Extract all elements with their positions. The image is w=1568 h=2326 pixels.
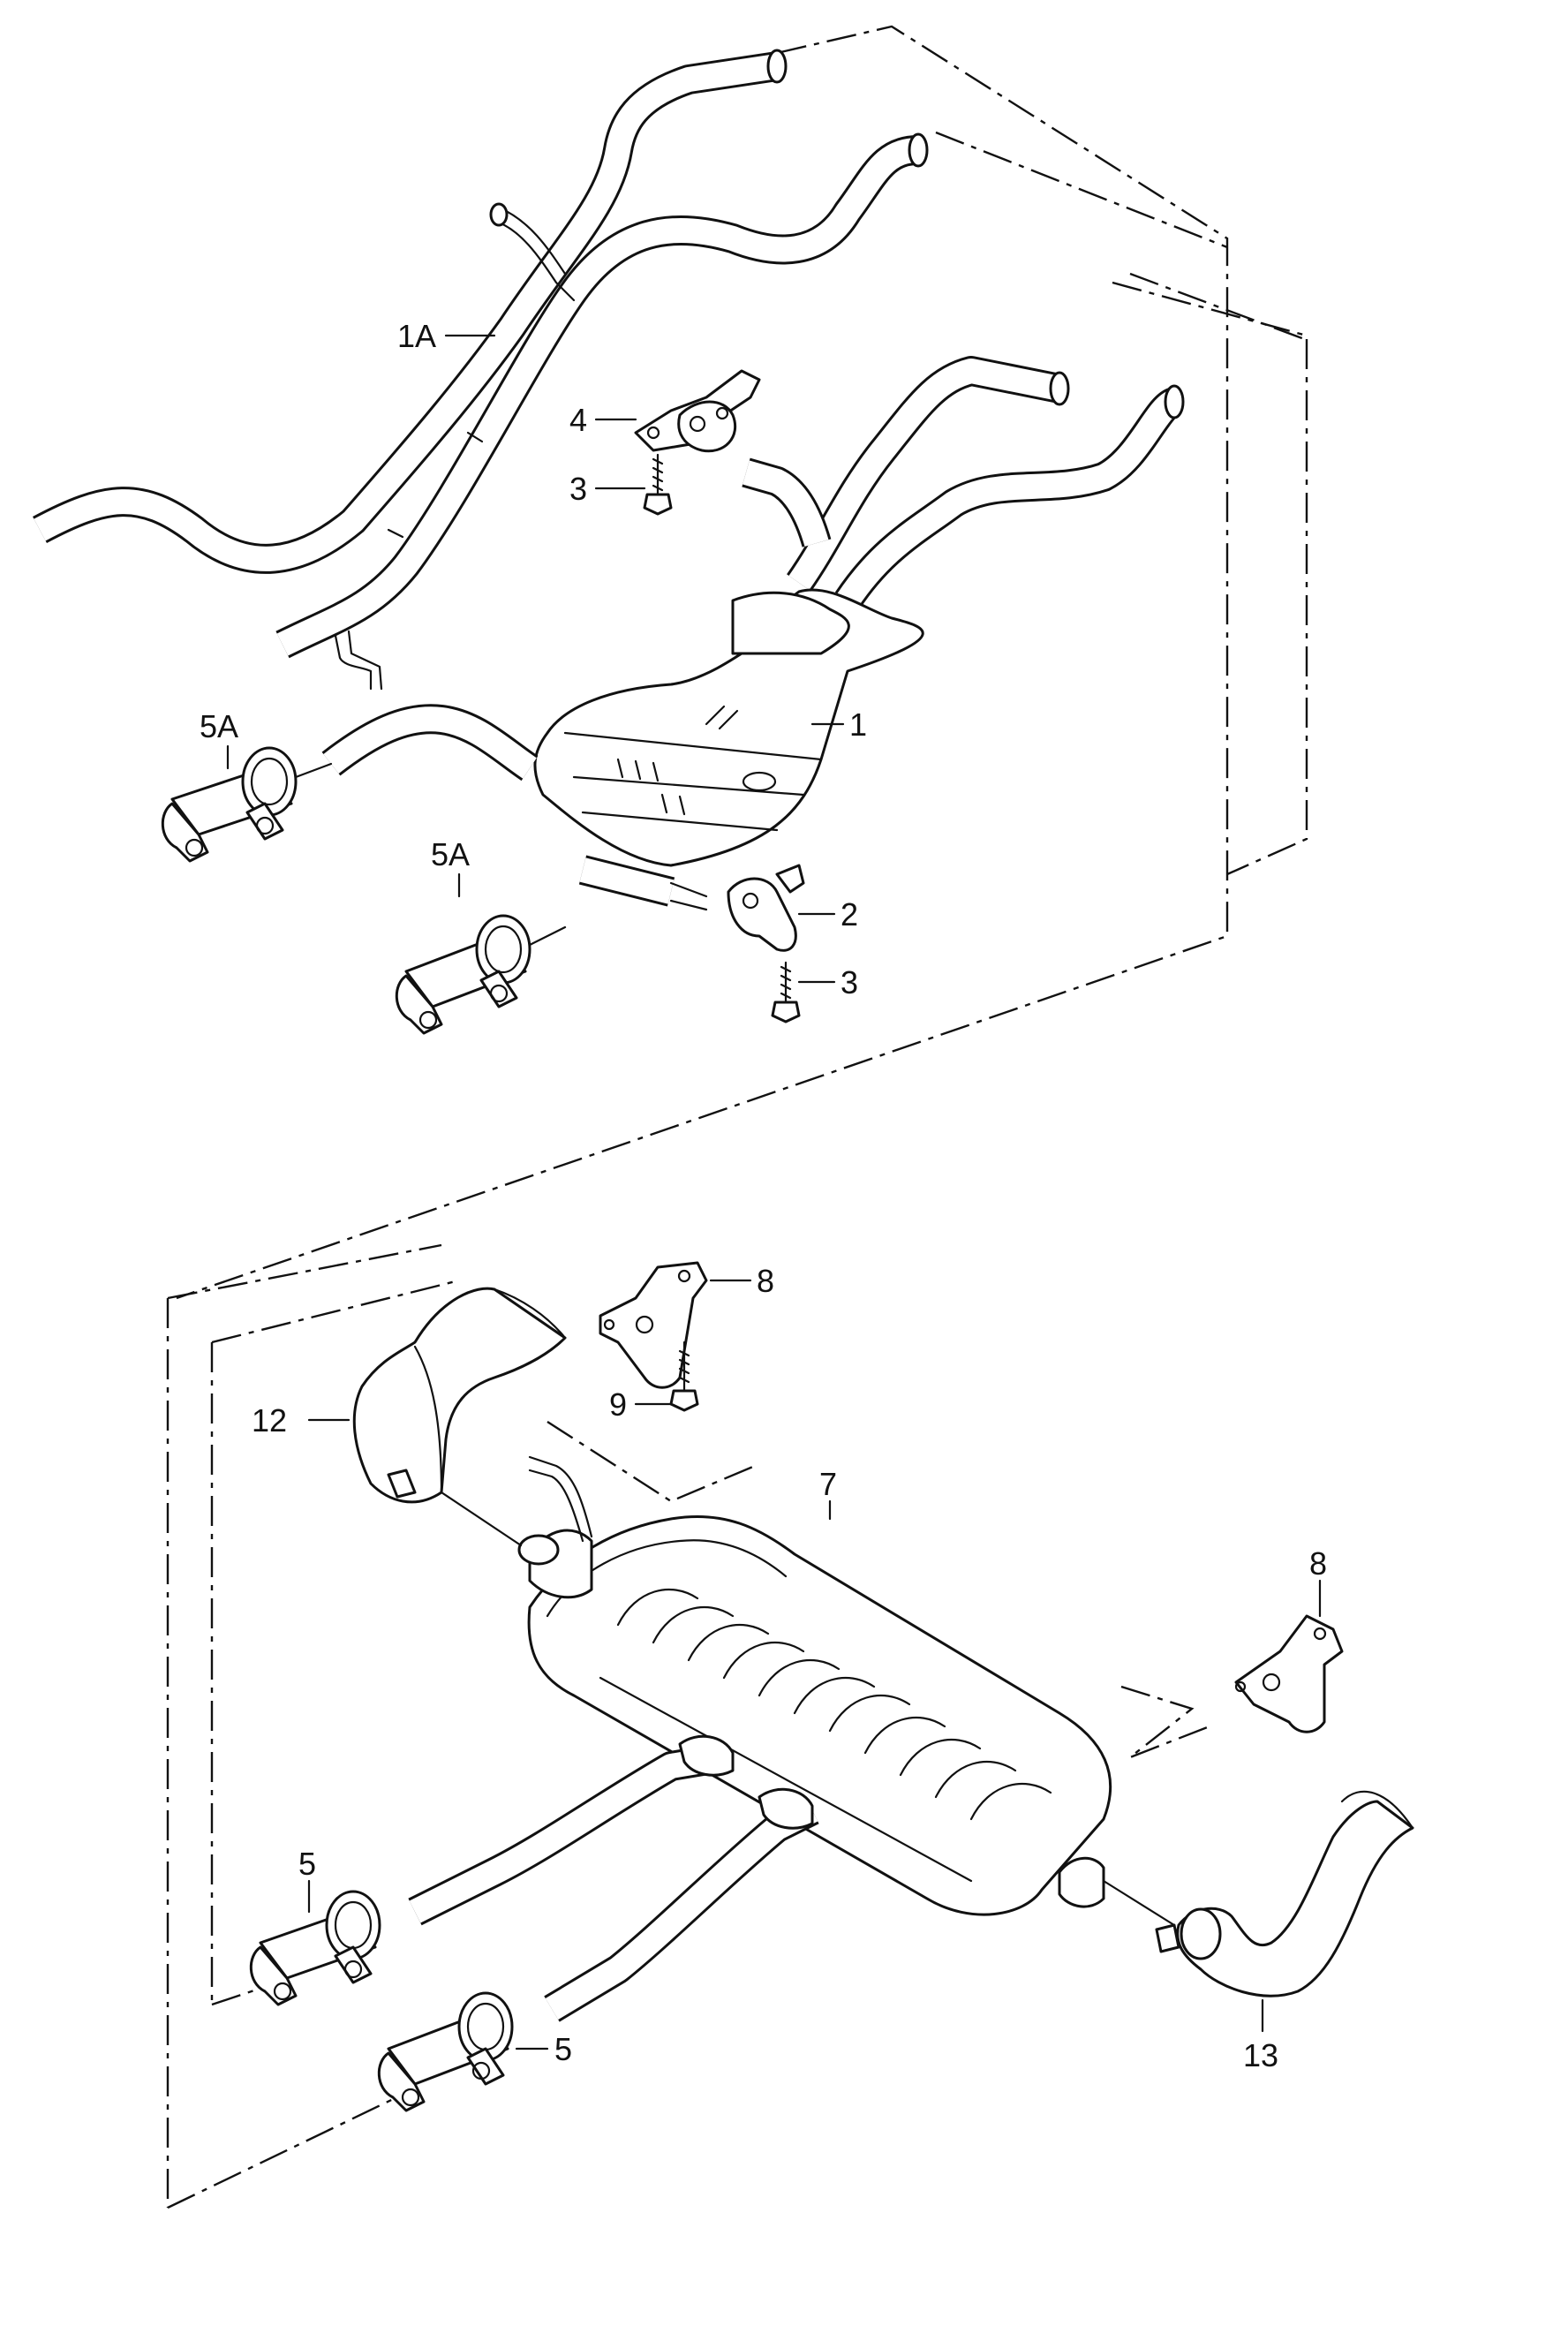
callout-12: 12 [252,1402,287,1439]
callout-1: 1 [849,706,867,743]
hanger-bracket-8-upper [599,1261,708,1389]
callout-7: 7 [819,1466,837,1502]
callout-4a: 4 [569,402,587,438]
callout-2: 2 [841,896,858,933]
bolt-9 [669,1340,699,1412]
clamp-5a-lower [395,914,567,1035]
callout-5a-upper: 5A [200,708,238,744]
callout-13: 13 [1243,2037,1278,2073]
callout-8a: 8 [757,1263,774,1299]
clamp-5a-upper [161,746,333,863]
callout-8b: 8 [1309,1545,1327,1582]
lower-section-boundary [166,1243,1210,2209]
hanger-bracket-8-right [1234,1614,1344,1733]
callout-9: 9 [609,1386,627,1423]
tail-pipe-right [1155,1790,1414,1997]
clamp-5-upper [249,1890,381,2006]
outlet-pipes [408,1734,819,2022]
bolt-lower [771,961,801,1023]
callout-5b: 5 [554,2031,572,2067]
tail-pipe-left [352,1287,567,1504]
hanger-bracket-lower [727,864,805,952]
rear-silencer [440,1455,1176,1927]
callout-3b: 3 [841,964,858,1001]
callout-5a-lower: 5A [431,836,470,872]
leader-lines [226,334,1322,2050]
upper-section-boundary [176,25,1308,1300]
callout-3a: 3 [569,471,587,507]
callout-labels: 1A 4 3 1 5A 5A 2 3 8 9 12 7 8 5 5 13 [200,318,1327,2073]
clamp-5-lower [377,1991,514,2112]
bolt-upper [643,453,673,516]
hanger-bracket-upper [634,369,832,548]
centre-silencer [321,356,1185,911]
front-pipe-assembly [33,49,929,691]
callout-5a: 5 [298,1846,316,1882]
callout-1a: 1A [397,318,436,354]
